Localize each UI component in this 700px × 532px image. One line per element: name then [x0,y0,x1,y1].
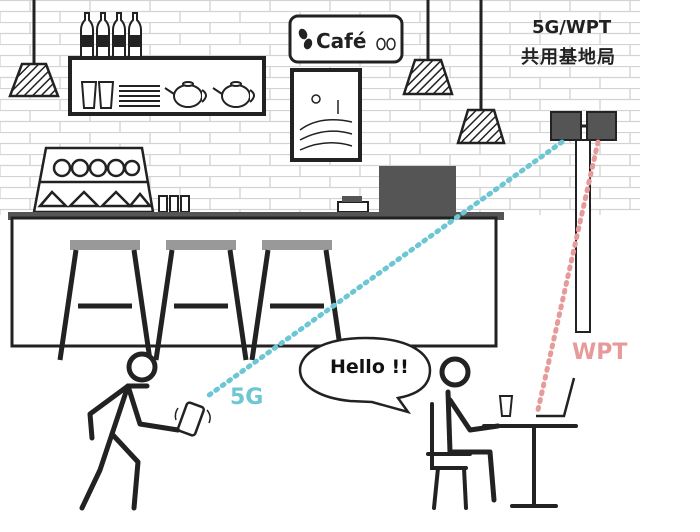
cash-register-icon [337,166,456,213]
wpt-label: WPT [572,340,628,365]
coffee-bean-icon [298,28,396,51]
teapot-icon [164,81,255,108]
cake-icon [32,146,155,214]
chair-icon [426,402,472,510]
fiveg-signal-beam [202,139,565,401]
laptop-icon [536,377,576,418]
bar-stool-icon [153,240,249,361]
bar-stool-icon [57,240,153,361]
station-label-line-1: 5G/WPT [532,17,612,38]
counter [8,212,504,348]
wall-picture [290,68,362,162]
cafe-sign-text: Café [316,29,367,53]
cup-icon [80,81,160,109]
pendant-lamp-icon [8,0,60,98]
fiveg-label: 5G [230,385,264,410]
speech-bubble-text: Hello !! [330,356,409,378]
table-icon [482,424,578,508]
bottle-icon [80,12,142,59]
speech-bubble-icon [298,336,432,415]
cup-icon [498,395,514,417]
cafe-sign [288,14,404,64]
sitting-person-icon [439,356,501,503]
smartphone-icon [174,401,211,437]
wpt-signal-beam [535,139,601,413]
walking-person-icon [79,351,181,511]
station-label-line-2: 共用基地局 [521,47,616,68]
pendant-lamp-icon [402,0,454,96]
pendant-lamp-icon [456,0,506,145]
salt-shaker-icon [158,195,190,213]
